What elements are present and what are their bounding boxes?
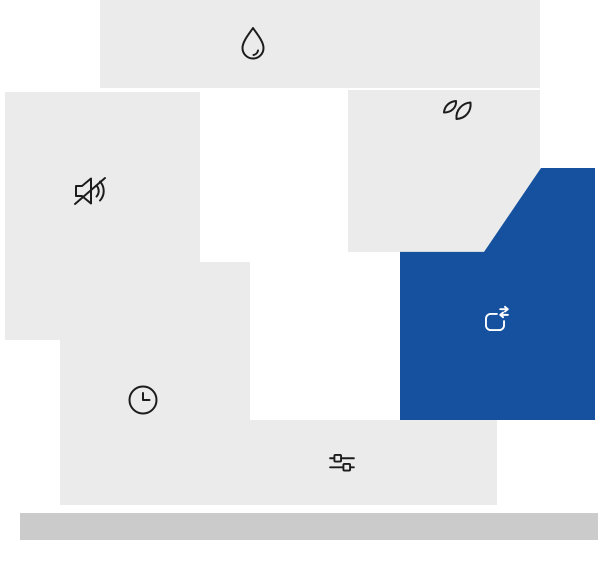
- tap-swap-icon: [476, 303, 514, 341]
- sliders-icon: [323, 444, 361, 482]
- speaker-mute-icon: [68, 169, 112, 213]
- tile-water[interactable]: [100, 0, 540, 88]
- clock-icon: [123, 380, 163, 420]
- tile-options[interactable]: [60, 420, 497, 505]
- leaf-eco-icon: [436, 92, 476, 132]
- horizontal-scrollbar[interactable]: [20, 513, 598, 540]
- water-drop-icon: [233, 23, 273, 63]
